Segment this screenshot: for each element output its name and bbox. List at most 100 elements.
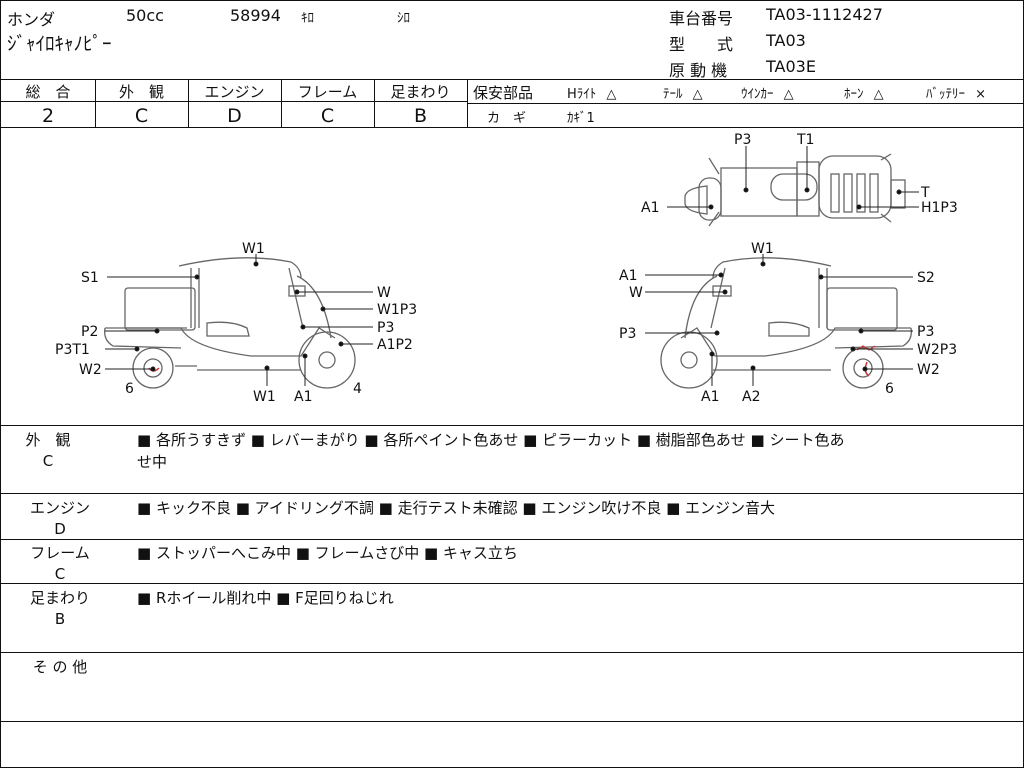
grade-value: C: [134, 105, 149, 127]
label-right-6: 6: [885, 381, 894, 397]
grade-suspension: 足まわり B: [374, 81, 467, 127]
model-name: ｼﾞｬｲﾛｷｬﾉﾋﾟｰ: [7, 33, 112, 55]
safety-horn: ﾎｰﾝ △: [844, 83, 884, 102]
grade-value: C: [320, 105, 335, 127]
label-right-p3-right: P3: [917, 324, 934, 340]
safety-item-name: ﾎｰﾝ: [844, 87, 864, 102]
safety-battery: ﾊﾞｯﾃﾘｰ ×: [926, 83, 986, 102]
grade-label: 総 合: [25, 83, 71, 101]
right-side-scooter: [660, 257, 912, 389]
type-value: TA03: [766, 31, 806, 50]
displacement: 50cc: [126, 6, 164, 25]
label-right-p3-left: P3: [619, 326, 636, 342]
label-right-a2: A2: [742, 389, 760, 405]
chassis-number: TA03-1112427: [766, 5, 883, 24]
divider: [1, 425, 1023, 426]
grade-value: B: [413, 105, 428, 127]
key-value: ｶｷﾞ1: [567, 111, 595, 126]
grade-frame: フレーム C: [281, 81, 374, 127]
top-view-scooter: [684, 153, 906, 227]
damage-mark: [856, 345, 876, 351]
damage-diagram: P3 T1 A1 T H1P3 W1 S1 W W1P3 P3 P2 A1P2 …: [55, 132, 958, 405]
safety-label: 保安部品: [473, 84, 534, 102]
divider: [1, 583, 1023, 584]
label-left-w1-bottom: W1: [253, 389, 276, 405]
label-top-h1p3: H1P3: [921, 200, 958, 216]
label-right-w1-top: W1: [751, 241, 774, 257]
engine-label: 原 動 機: [669, 61, 728, 80]
mileage: 58994: [230, 6, 281, 25]
label-right-w: W: [629, 285, 643, 301]
key-label: カ ギ: [487, 111, 527, 126]
divider: [1, 79, 1023, 80]
divider: [95, 79, 96, 127]
notes-category-grade: C: [54, 565, 66, 583]
engine-value: TA03E: [766, 57, 816, 76]
notes-other-category: そ の 他: [25, 656, 95, 677]
notes-suspension-category: 足まわり B: [25, 587, 95, 628]
safety-item-mark: ×: [975, 87, 987, 102]
grade-label: 外 観: [118, 83, 164, 101]
notes-exterior-text-cont: せ中: [137, 453, 168, 471]
grade-label: エンジン: [204, 83, 265, 101]
notes-engine-text: ■ キック不良 ■ アイドリング不調 ■ 走行テスト未確認 ■ エンジン吹け不良…: [137, 499, 776, 517]
left-side-scooter: [104, 257, 356, 389]
safety-item-name: ﾊﾞｯﾃﾘｰ: [926, 87, 965, 102]
label-left-w2: W2: [79, 362, 102, 378]
mileage-unit: ｷﾛ: [301, 11, 314, 26]
notes-category-label: 足まわり: [29, 589, 90, 607]
label-left-p2: P2: [81, 324, 98, 340]
divider: [1, 127, 1023, 128]
body-color: ｼﾛ: [397, 11, 410, 26]
safety-headlight: Hﾗｲﾄ △: [567, 83, 616, 102]
grade-label: フレーム: [297, 83, 358, 101]
divider: [1, 721, 1023, 722]
notes-exterior-category: 外 観 C: [13, 429, 83, 470]
notes-suspension-text: ■ Rホイール削れ中 ■ F足回りねじれ: [137, 589, 394, 607]
divider: [1, 652, 1023, 653]
grade-overall: 総 合 2: [1, 81, 95, 127]
divider: [1, 493, 1023, 494]
label-top-t1: T1: [796, 132, 814, 148]
safety-item-mark: △: [692, 87, 703, 102]
notes-frame-text: ■ ストッパーへこみ中 ■ フレームさび中 ■ キャス立ち: [137, 544, 518, 562]
notes-category-grade: B: [54, 610, 66, 628]
label-left-p3: P3: [377, 320, 394, 336]
notes-category-grade: D: [54, 520, 66, 538]
label-top-p3: P3: [734, 132, 751, 148]
grade-value: 2: [41, 105, 55, 127]
notes-frame-category: フレーム C: [25, 542, 95, 583]
label-right-w2p3: W2P3: [917, 342, 957, 358]
divider: [1, 101, 467, 102]
label-right-s2: S2: [917, 270, 935, 286]
label-left-w1-top: W1: [242, 241, 265, 257]
notes-category-grade: C: [42, 452, 54, 470]
safety-item-mark: △: [873, 87, 884, 102]
label-left-p3t1: P3T1: [55, 342, 90, 358]
safety-item-name: ｳｲﾝｶｰ: [741, 87, 774, 102]
notes-category-label: 外 観: [25, 431, 71, 449]
divider: [374, 79, 375, 127]
label-right-a1-bottom: A1: [701, 389, 719, 405]
label-left-s1: S1: [81, 270, 99, 286]
divider: [1, 539, 1023, 540]
grade-engine: エンジン D: [188, 81, 281, 127]
notes-category-label: エンジン: [29, 499, 90, 517]
chassis-label: 車台番号: [669, 9, 734, 28]
label-left-a1p2: A1P2: [377, 337, 413, 353]
label-right-w2: W2: [917, 362, 940, 378]
grade-label: 足まわり: [390, 83, 451, 101]
divider: [281, 79, 282, 127]
safety-item-mark: △: [606, 87, 617, 102]
label-right-a1: A1: [619, 268, 637, 284]
notes-exterior-text: ■ 各所うすきず ■ レバーまがり ■ 各所ペイント色あせ ■ ピラーカット ■…: [137, 431, 845, 449]
maker-name: ホンダ: [7, 10, 56, 29]
notes-category-label: フレーム: [30, 544, 90, 562]
label-top-t: T: [920, 185, 930, 201]
safety-item-mark: △: [783, 87, 794, 102]
notes-engine-category: エンジン D: [25, 497, 95, 538]
grade-exterior: 外 観 C: [95, 81, 188, 127]
divider: [188, 79, 189, 127]
safety-item-name: ﾃｰﾙ: [663, 87, 683, 102]
